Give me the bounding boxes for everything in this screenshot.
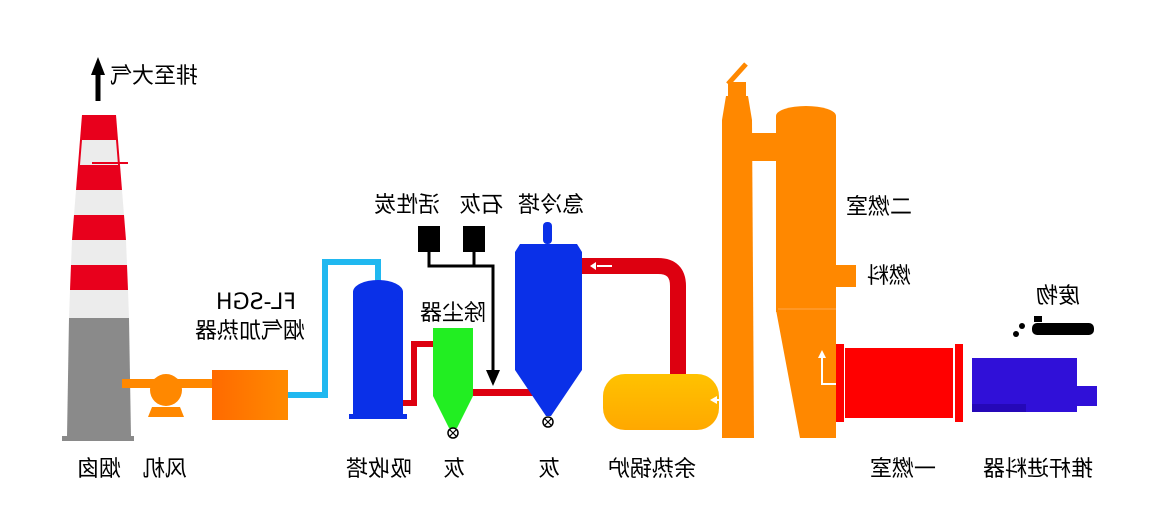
heater-label: 烟气加热器: [195, 319, 306, 344]
absorber-tower: [349, 280, 407, 419]
fan: [148, 374, 184, 417]
primary-chamber-label: 一燃室: [870, 457, 937, 482]
boiler-label: 余热锅炉: [608, 457, 697, 482]
lime-hopper: [463, 226, 485, 252]
quench-tower: [515, 222, 582, 428]
boiler-quench-duct: [582, 258, 686, 378]
fan-label: 风机: [143, 457, 188, 482]
fuel-label: 燃料: [867, 264, 912, 289]
dust-collector: [433, 328, 473, 439]
exhaust-arrow: [91, 57, 105, 101]
lime-label: 石灰: [459, 193, 504, 218]
feeder-label: 推杆进料器: [983, 457, 1094, 482]
exhaust-label: 排至大气: [110, 64, 199, 89]
chimney-label: 烟囱: [77, 457, 122, 482]
absorber-label: 吸收塔: [346, 457, 413, 482]
activated-carbon-hopper: [418, 226, 440, 252]
heater-model-label: FL-SGH: [216, 290, 297, 315]
dust-collector-label: 除尘器: [420, 301, 487, 326]
dust-quench-duct: [473, 389, 533, 396]
activated-carbon-label: 活性炭: [374, 193, 441, 218]
chimney: [62, 115, 134, 441]
flue-gas-heater: [212, 370, 288, 420]
ash-label-quench: 灰: [538, 457, 561, 482]
ram-feeder: [972, 358, 1097, 412]
absorber-dust-duct: [403, 341, 434, 406]
heater-absorber-duct: [288, 259, 381, 398]
secondary-combustion-chamber: [722, 62, 856, 438]
waste-heat-boiler: [603, 374, 738, 430]
waste-material: [1013, 316, 1094, 337]
ash-label-dust: 灰: [443, 457, 466, 482]
reagent-feed-lines: [427, 252, 500, 386]
quench-tower-label: 急冷塔: [518, 193, 585, 218]
secondary-chamber-label: 二燃室: [846, 195, 913, 220]
primary-combustion-chamber: [836, 344, 963, 422]
waste-label: 废物: [1036, 284, 1081, 309]
